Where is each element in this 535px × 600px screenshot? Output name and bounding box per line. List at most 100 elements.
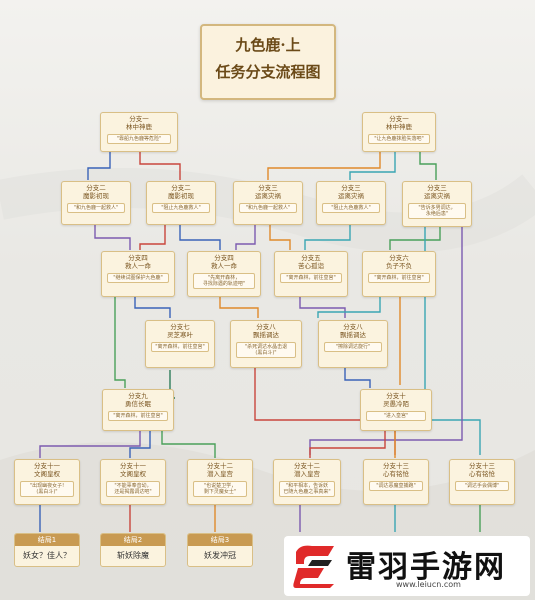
ending-1: 结局1 妖女？佳人？ <box>14 533 80 567</box>
node-branch3-c: 分支三 运离灾祸 "告诉多男调达， 永绝后患" <box>402 181 472 227</box>
connector <box>114 297 126 388</box>
connector <box>179 225 221 250</box>
node-label: 分支四 <box>214 254 234 262</box>
node-branch8-b: 分支八 飘摇调达 "擦除调达旋行" <box>318 320 388 368</box>
node-branch13-b: 分支十三 心有铭怆 "调达手会偶博" <box>449 459 515 505</box>
node-branch8-a: 分支八 飘摇调达 "杀死调达水晶击退 (黑白斗)" <box>230 320 302 368</box>
connector <box>139 225 166 250</box>
node-subtitle: 运离灾祸 <box>255 192 281 200</box>
node-choice: "告诉多男调达， 永绝后患" <box>408 203 466 219</box>
node-subtitle: 林中神鹿 <box>386 123 412 131</box>
node-branch7: 分支七 灵芝寒叶 "离开森林，前往皇宫" <box>145 320 215 368</box>
node-subtitle: 文阁皇权 <box>120 470 146 478</box>
node-subtitle: 魔影初现 <box>83 192 109 200</box>
node-branch3-b: 分支三 运离灾祸 "阻止九色鹿救人" <box>316 181 386 225</box>
node-label: 分支十二 <box>294 462 320 470</box>
node-subtitle: 文阁皇权 <box>34 470 60 478</box>
connector <box>39 430 141 458</box>
node-subtitle: 灵芝寒叶 <box>167 331 193 339</box>
node-label: 分支八 <box>256 323 276 331</box>
node-branch1-a: 分支一 林中神鹿 "靠船九色鹿等危险" <box>100 112 178 152</box>
ending-title: 妖女？佳人？ <box>23 551 71 560</box>
ending-label: 结局1 <box>15 534 79 546</box>
node-choice: "阻止九色鹿救人" <box>152 203 210 213</box>
node-branch12-a: 分支十二 潜入皇宫 "也说楚卫学， 剩下灵魔女士" <box>187 459 253 505</box>
node-subtitle: 负子不负 <box>386 262 412 270</box>
node-label: 分支十 <box>386 392 406 400</box>
node-subtitle: 苦心孤诣 <box>298 262 324 270</box>
node-label: 分支五 <box>301 254 321 262</box>
node-choice: "离开森林，前往皇宫" <box>151 342 209 352</box>
node-subtitle: 飘摇调达 <box>253 331 279 339</box>
node-choice: "离开森林，前往皇宫" <box>368 273 430 283</box>
node-branch3-a: 分支三 运离灾祸 "和九色鹿一起救人" <box>233 181 303 225</box>
node-subtitle: 飘摇调达 <box>340 331 366 339</box>
node-choice: "擦除调达旋行" <box>324 342 382 352</box>
connector <box>344 368 371 388</box>
node-choice: "继续试图保护九色鹿" <box>107 273 169 283</box>
connector <box>267 150 381 180</box>
node-label: 分支十三 <box>469 462 495 470</box>
connector <box>129 430 151 458</box>
node-branch1-b: 分支一 林中神鹿 "让九色鹿抹脸失落吧" <box>362 112 436 152</box>
node-subtitle: 勇信长眠 <box>125 400 151 408</box>
ending-label: 结局3 <box>188 534 252 546</box>
node-subtitle: 灵愚冷陌 <box>383 400 409 408</box>
node-subtitle: 救人一命 <box>125 262 151 270</box>
node-choice: "出现幽夜女子! (黑白斗)" <box>19 481 75 497</box>
node-branch2-b: 分支二 魔影初现 "阻止九色鹿救人" <box>146 181 216 225</box>
node-label: 分支三 <box>427 184 447 192</box>
node-subtitle: 运离灾祸 <box>338 192 364 200</box>
leiyu-logo-icon <box>293 545 334 588</box>
node-choice: "进入皇宫" <box>366 411 426 421</box>
node-label: 分支六 <box>389 254 409 262</box>
watermark-logo: 雷羽手游网 www.leiucn.com <box>284 536 530 596</box>
diagram-title-card: 九色鹿·上 任务分支流程图 <box>200 24 336 100</box>
connector <box>269 225 291 250</box>
connector <box>349 150 396 180</box>
node-subtitle: 心有铭怆 <box>469 470 495 478</box>
ending-title: 斩妖除魔 <box>117 551 149 560</box>
node-choice: "离开森林，前往皇宫" <box>108 411 168 421</box>
node-label: 分支一 <box>389 115 409 123</box>
connector <box>424 225 481 455</box>
node-label: 分支三 <box>341 184 361 192</box>
title-line-2: 任务分支流程图 <box>215 63 321 81</box>
connector <box>94 225 131 250</box>
connector <box>304 225 351 250</box>
node-label: 分支八 <box>343 323 363 331</box>
node-label: 分支二 <box>86 184 106 192</box>
node-choice: "靠船九色鹿等危险" <box>106 134 172 144</box>
node-choice: "和九色鹿一起救人" <box>239 203 297 213</box>
node-branch4-a: 分支四 救人一命 "继续试图保护九色鹿" <box>101 251 175 297</box>
connector <box>309 430 386 458</box>
node-label: 分支二 <box>171 184 191 192</box>
connector <box>161 430 216 458</box>
ending-label: 结局2 <box>101 534 165 546</box>
node-subtitle: 林中神鹿 <box>126 123 152 131</box>
node-subtitle: 救人一命 <box>211 262 237 270</box>
node-choice: "离开森林，前往皇宫" <box>280 273 342 283</box>
connector <box>139 150 181 180</box>
title-line-1: 九色鹿·上 <box>235 36 301 54</box>
node-choice: "也说楚卫学， 剩下灵魔女士" <box>192 481 248 497</box>
node-label: 分支十一 <box>34 462 60 470</box>
watermark-name: 雷羽手游网 <box>346 550 506 585</box>
node-choice: "不能辜奉音幼， 还是揭露调达吧" <box>105 481 161 497</box>
node-choice: "先离开森林， 寻找际遇的轨迹吧" <box>193 273 255 289</box>
node-label: 分支三 <box>258 184 278 192</box>
ending-3: 结局3 妖发冲冠 <box>187 533 253 567</box>
node-choice: "阻止九色鹿救人" <box>322 203 380 213</box>
node-label: 分支一 <box>129 115 149 123</box>
node-choice: "调达恶魔皇捕跑" <box>368 481 424 491</box>
node-choice: "让九色鹿抹脸失落吧" <box>368 134 430 144</box>
node-choice: "和平相本，告诉妖 已随九色鹿之事真来" <box>278 481 336 497</box>
connector <box>299 297 346 318</box>
node-branch13-a: 分支十三 心有铭怆 "调达恶魔皇捕跑" <box>363 459 429 505</box>
ending-2: 结局2 斩妖除魔 <box>100 533 166 567</box>
node-branch9: 分支九 勇信长眠 "离开森林，前往皇宫" <box>102 389 174 431</box>
node-branch10: 分支十 灵愚冷陌 "进入皇宫" <box>360 389 432 431</box>
node-subtitle: 魔影初现 <box>168 192 194 200</box>
node-branch2-a: 分支二 魔影初现 "和九色鹿一起救人" <box>61 181 131 225</box>
